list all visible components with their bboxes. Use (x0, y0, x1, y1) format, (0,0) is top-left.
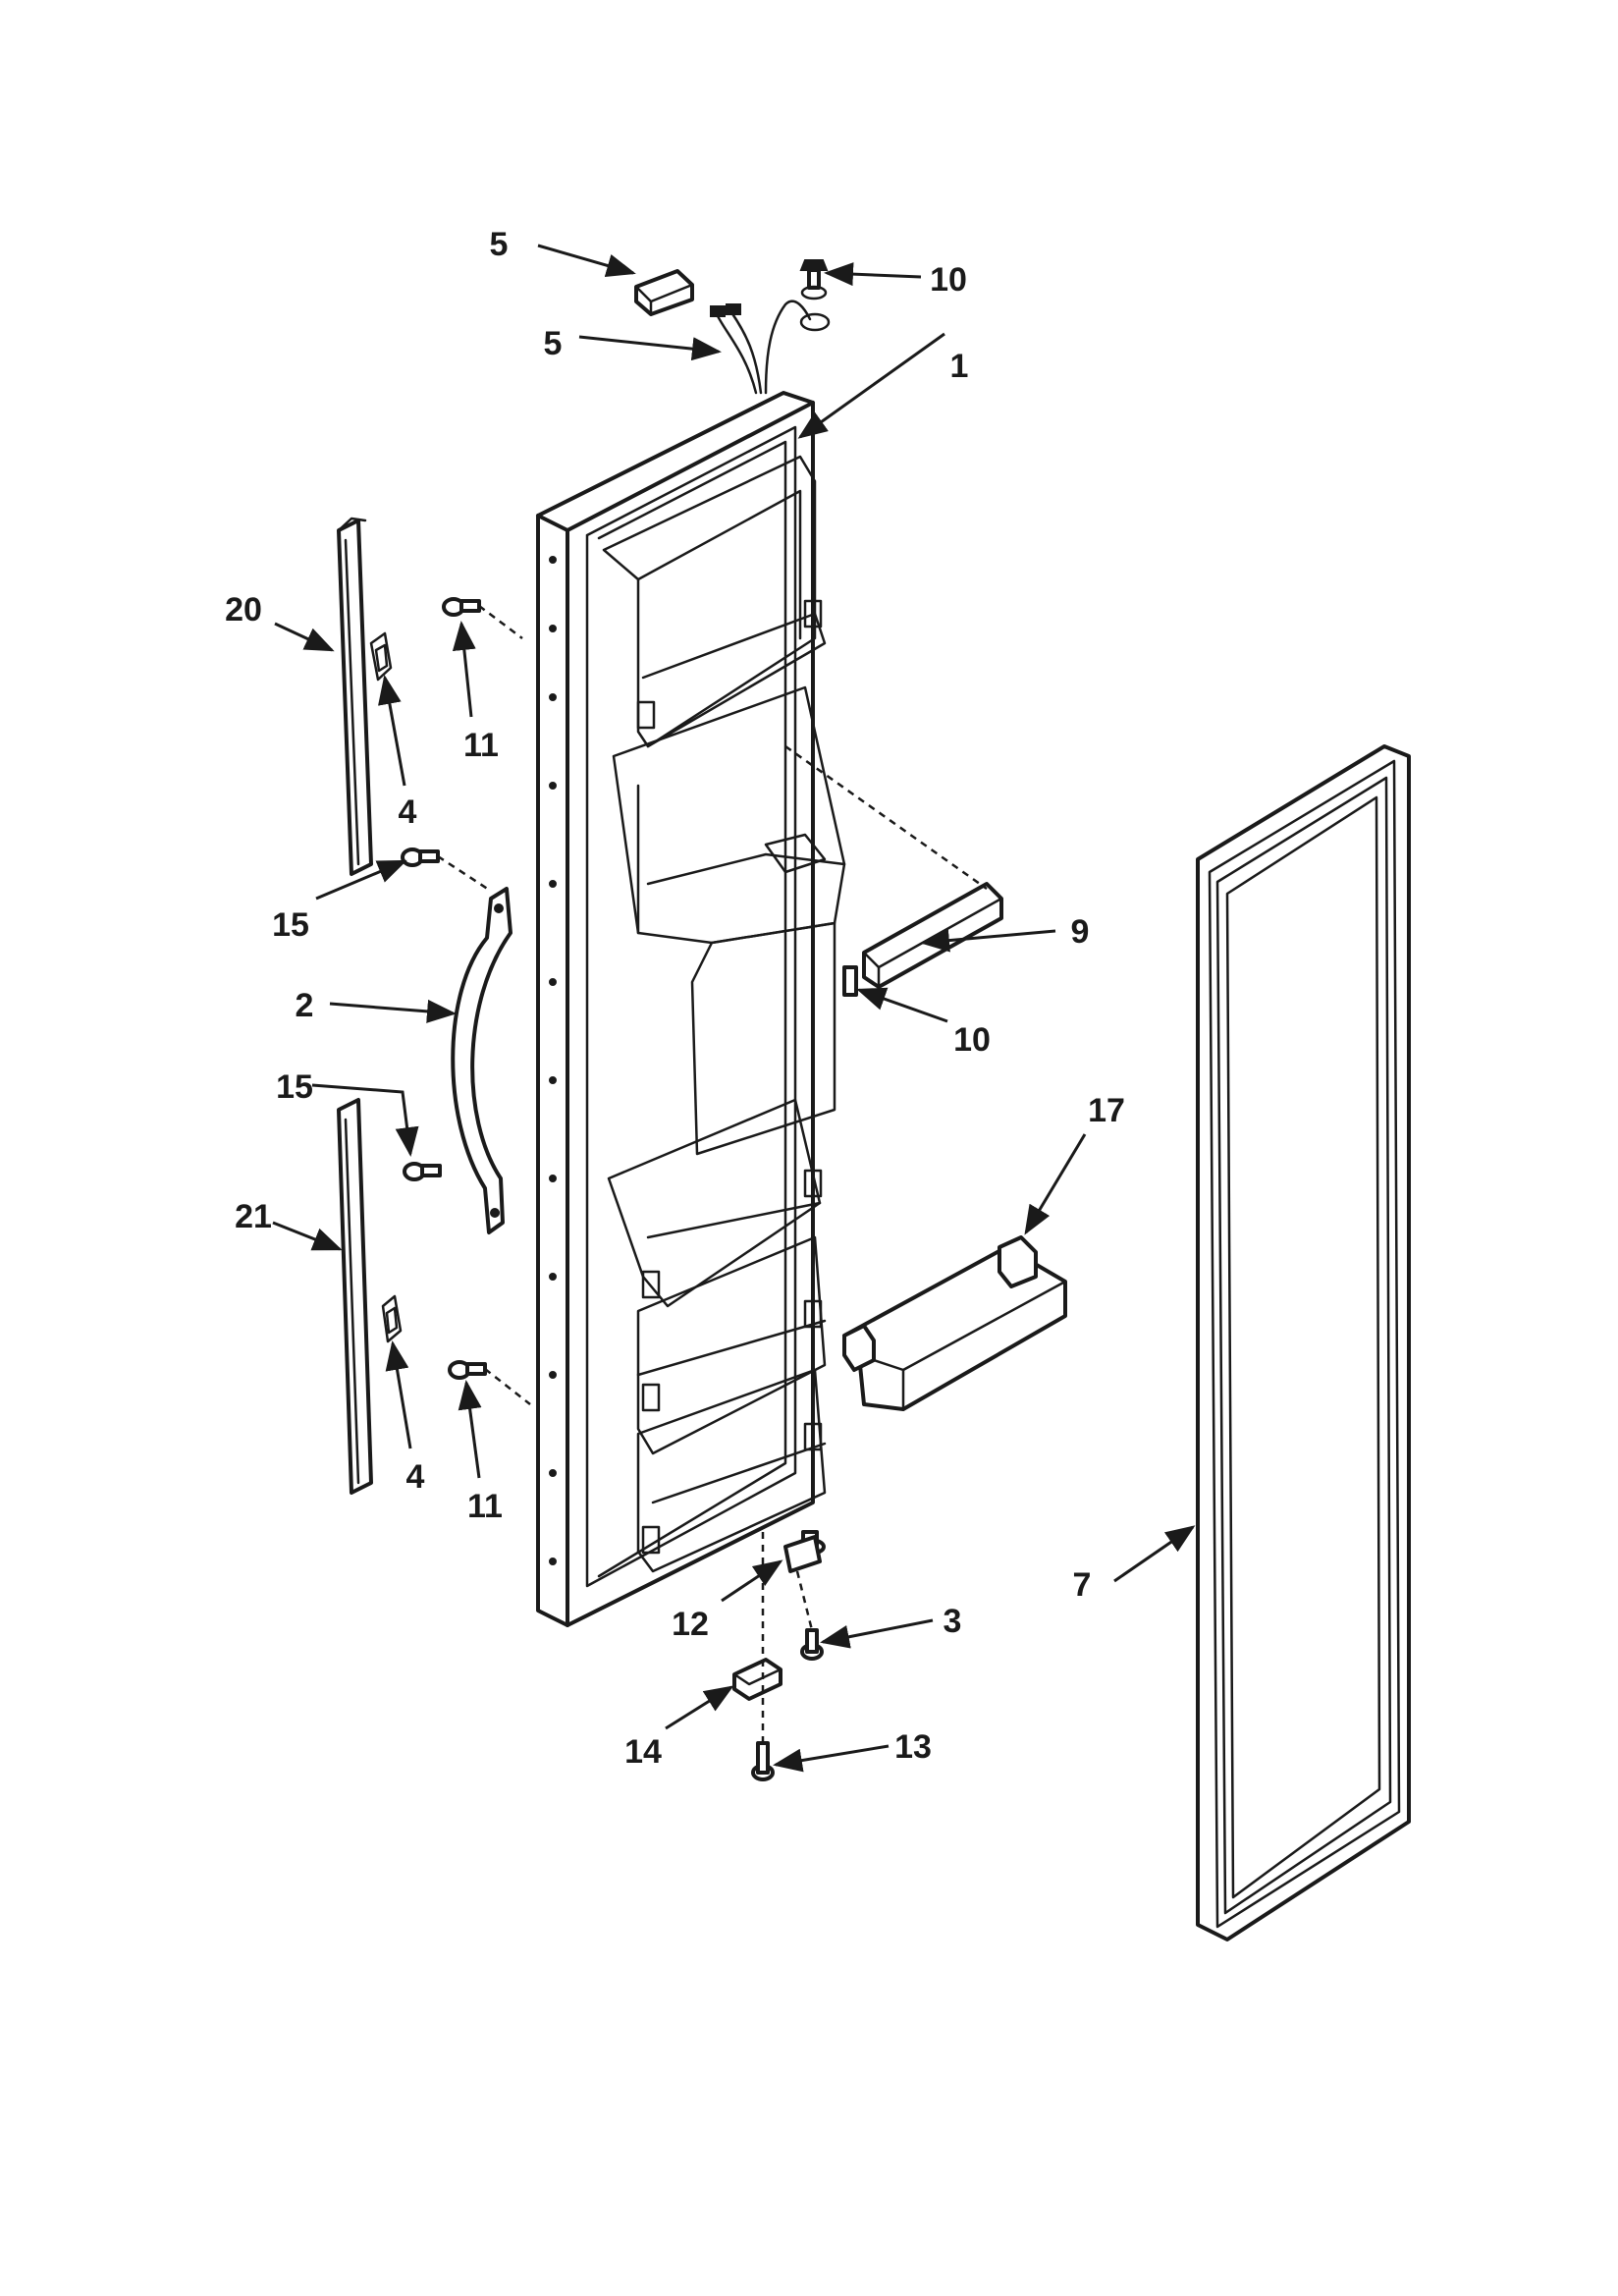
callout-hinge-bracket: 14 (624, 1733, 662, 1771)
retainer-clip (842, 965, 858, 997)
callout-shelf-retainer: 9 (1071, 913, 1090, 951)
assembly-line (437, 854, 490, 892)
bracket-screw (751, 1741, 775, 1781)
callout-hinge-bushing: 12 (672, 1606, 709, 1643)
door-gasket (1196, 744, 1411, 1941)
callout-trim-upper: 20 (225, 591, 262, 629)
callout-ground-screw: 10 (930, 261, 967, 299)
callout-trim-clip-lower: 4 (406, 1458, 425, 1496)
callout-bracket-screw: 13 (894, 1728, 932, 1766)
door-bin (842, 1235, 1067, 1411)
trim-clip-lower (381, 1294, 403, 1343)
callout-trim-clip-upper: 4 (399, 793, 417, 831)
callout-retainer-clip: 10 (953, 1021, 991, 1059)
callout-hinge-screw: 3 (944, 1603, 962, 1640)
callout-door-bin: 17 (1088, 1092, 1125, 1129)
ground-screw (799, 259, 829, 301)
hinge-screw (800, 1628, 824, 1661)
callout-wire-harness: 5 (544, 325, 563, 362)
door-edge-holes (549, 556, 557, 1565)
wire-harness (710, 300, 831, 395)
leader-arrows (272, 244, 1196, 1773)
lower-door-shelves (607, 1098, 827, 1573)
trim-upper (337, 517, 373, 876)
door-panel (536, 391, 846, 1627)
handle (451, 887, 512, 1234)
callout-handle: 2 (296, 987, 314, 1024)
assembly-line (478, 605, 523, 639)
callout-trim-screw-lower: 11 (467, 1488, 503, 1525)
assembly-line (484, 1368, 531, 1405)
callout-trim-screw-upper: 11 (463, 727, 499, 764)
trim-lower (337, 1098, 373, 1495)
callout-door-panel: 1 (950, 348, 969, 385)
assembly-line (795, 1570, 814, 1631)
handle-screw-upper (401, 847, 440, 867)
connector (634, 269, 694, 316)
callout-trim-lower: 21 (235, 1198, 272, 1235)
trim-clip-upper (369, 631, 393, 682)
callout-door-gasket: 7 (1073, 1566, 1092, 1604)
callout-connector: 5 (490, 226, 509, 263)
shelf-retainer (862, 882, 1003, 989)
handle-screw-lower (403, 1162, 442, 1181)
callout-handle-screw-lower: 15 (276, 1068, 313, 1106)
trim-screw-lower (448, 1360, 487, 1380)
dispenser-housing (612, 685, 846, 1156)
hinge-bracket (732, 1658, 782, 1701)
hinge-bushing (783, 1530, 826, 1573)
upper-door-shelf (602, 455, 827, 748)
callout-handle-screw-upper: 15 (272, 906, 309, 944)
assembly-line (784, 744, 988, 891)
trim-screw-upper (442, 597, 481, 617)
